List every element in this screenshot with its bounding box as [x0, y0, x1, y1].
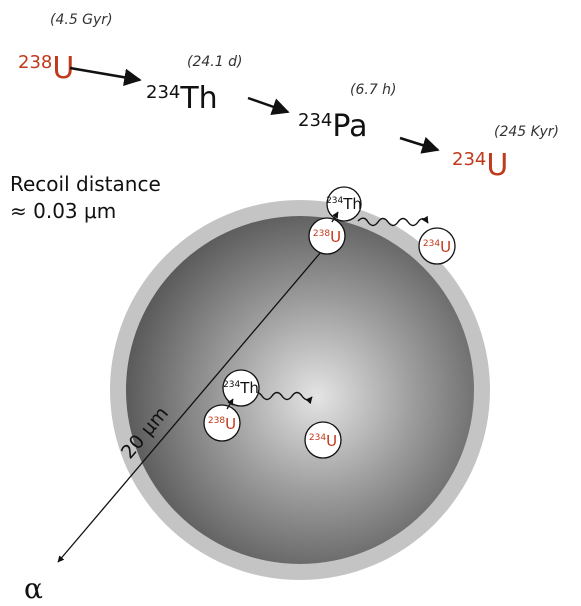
parent-atom-u238-surface	[308, 217, 346, 255]
daughter-atom-u234-interior	[304, 421, 342, 459]
recoil-arrow-surface	[331, 211, 339, 223]
recoil-distance-label: Recoil distance ≈ 0.03 μm	[10, 172, 161, 223]
decay-arrow-1	[69, 66, 142, 86]
recoil-wavy-path-interior	[251, 391, 313, 405]
recoil-label-line2: ≈ 0.03 μm	[10, 199, 116, 223]
u234-surface-label: 234U	[423, 238, 451, 256]
th234-surface-label: 234Th	[326, 195, 362, 213]
decay-arrow-3	[399, 136, 440, 154]
half-life-pa234: (6.7 h)	[350, 82, 397, 98]
decay-arrow-2	[247, 96, 290, 116]
alpha-particle-label: α	[24, 572, 43, 605]
alpha-path-line	[57, 238, 333, 563]
parent-atom-u238-interior	[203, 404, 241, 442]
interior-recoil-event: 234Th 238U 234U	[203, 369, 342, 459]
mineral-grain	[110, 200, 490, 580]
isotope-th234: 234Th	[146, 81, 218, 116]
isotope-u234: 234U	[452, 148, 508, 183]
grain-core	[126, 216, 474, 564]
decay-chain: (4.5 Gyr) 238U (24.1 d) 234Th (6.7 h) 23…	[18, 12, 559, 183]
daughter-atom-u234-surface	[418, 227, 456, 265]
half-life-u234: (245 Kyr)	[494, 124, 559, 140]
u238-surface-label: 238U	[313, 228, 341, 246]
recoil-atom-th234-interior	[222, 369, 260, 407]
recoil-arrow-interior	[226, 398, 234, 410]
th234-interior-label: 234Th	[223, 379, 259, 397]
isotope-pa234: 234Pa	[298, 109, 368, 144]
half-life-th234: (24.1 d)	[187, 54, 242, 70]
u234-interior-label: 234U	[309, 432, 337, 450]
recoil-label-line1: Recoil distance	[10, 172, 161, 196]
surface-recoil-event: 234Th 238U 234U	[308, 186, 456, 265]
half-life-u238: (4.5 Gyr)	[50, 12, 113, 28]
recoil-wavy-path-surface	[357, 215, 429, 227]
u238-interior-label: 238U	[208, 415, 236, 433]
isotope-u238: 238U	[18, 51, 74, 86]
